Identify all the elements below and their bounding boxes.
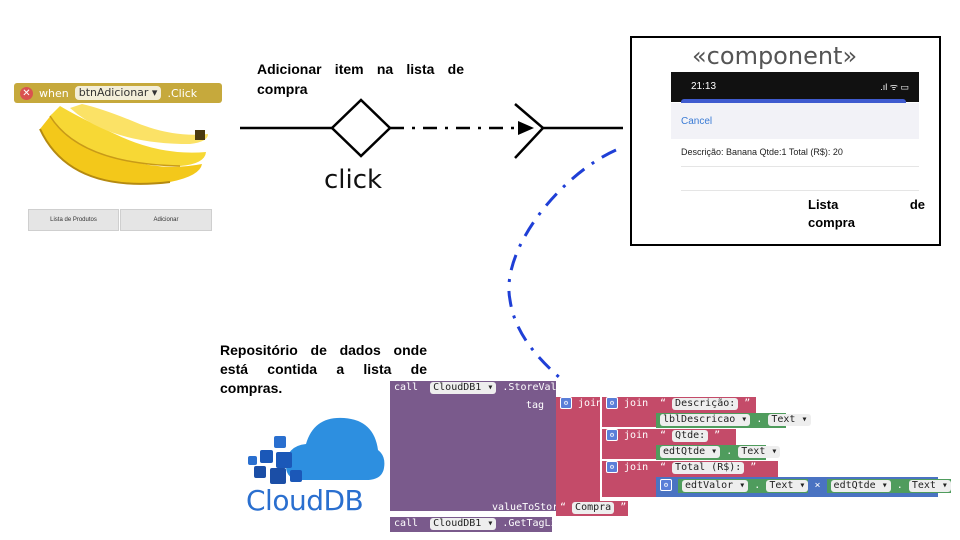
item-description: Descrição: Banana Qtde:1 Total (R$): 20 <box>681 147 843 157</box>
string-compra[interactable]: “ Compra ” <box>556 501 628 516</box>
compra-word: compra <box>808 215 855 230</box>
arrow-head <box>518 121 534 135</box>
sheet-accent <box>681 99 906 105</box>
string-qtde[interactable]: “ Qtde: ” <box>656 429 736 445</box>
text-dropdown[interactable]: Text ▾ <box>908 480 951 492</box>
gear-icon[interactable]: ⚙ <box>606 397 618 409</box>
edtqtde-name: edtQtde <box>833 480 876 491</box>
cancel-button[interactable]: Cancel <box>681 116 713 127</box>
arrow-label: Adicionar item na lista de compra <box>257 61 464 97</box>
lista-produtos-button[interactable]: Lista de Produtos <box>28 209 119 231</box>
join-block-qtde[interactable]: ⚙ join <box>602 429 656 459</box>
text-dropdown[interactable]: Text ▾ <box>768 414 811 426</box>
edtqtde-name: edtQtde <box>663 446 706 457</box>
clouddb-name: CloudDB1 <box>433 518 482 529</box>
adicionar-button[interactable]: Adicionar <box>120 209 212 231</box>
clouddb-brand: CloudDB <box>246 484 364 517</box>
join-label: join <box>578 398 603 409</box>
repo-description: Repositório de dados onde está contida a… <box>220 342 427 396</box>
text-prop: Text <box>771 414 796 425</box>
phone-status-bar: 21:13 .ıl ᯤ ▭ <box>671 72 919 102</box>
when-keyword: when <box>39 86 69 100</box>
storevalue-header: call CloudDB1 ▾ .StoreValue <box>390 381 569 397</box>
edtqtde-dropdown[interactable]: edtQtde ▾ <box>660 446 721 458</box>
error-x-icon: ✕ <box>20 86 33 100</box>
gettaglist-method: .GetTagList <box>502 518 569 529</box>
gear-icon[interactable]: ⚙ <box>606 429 618 441</box>
edtvalor-name: edtValor <box>685 480 734 491</box>
clouddb-logo-icon <box>248 417 385 484</box>
qtde-text: Qtde: <box>672 430 709 442</box>
text-dropdown[interactable]: Text ▾ <box>766 480 809 492</box>
times-symbol: × <box>814 480 821 491</box>
join-label: join <box>624 462 649 473</box>
multiply-block[interactable]: ⚙ edtValor ▾ . Text ▾ × edtQtde ▾ . Text… <box>656 477 951 497</box>
string-total[interactable]: “ Total (R$): ” <box>656 461 778 477</box>
divider <box>681 190 919 191</box>
join-label: join <box>624 430 649 441</box>
component-box <box>630 36 941 246</box>
getter-edtvalor[interactable]: edtValor ▾ . Text ▾ <box>678 479 809 493</box>
storevalue-block[interactable] <box>390 381 556 511</box>
edtvalor-dropdown[interactable]: edtValor ▾ <box>682 480 749 492</box>
text-dropdown[interactable]: Text ▾ <box>738 446 781 458</box>
clouddb-dropdown[interactable]: CloudDB1 ▾ <box>430 518 497 530</box>
tag-socket-label: tag <box>526 400 545 411</box>
join-block-descricao[interactable]: ⚙ join <box>602 397 656 427</box>
storevalue-method: .StoreValue <box>502 382 569 393</box>
clouddb-name: CloudDB1 <box>433 382 482 393</box>
gettaglist-block[interactable]: call CloudDB1 ▾ .GetTagList <box>390 517 569 532</box>
lbldescricao-name: lblDescricao <box>663 414 736 425</box>
component-title: «component» <box>692 42 858 70</box>
sheet-header <box>671 103 919 139</box>
edtqtde-dropdown[interactable]: edtQtde ▾ <box>830 480 891 492</box>
clouddb-dropdown[interactable]: CloudDB1 ▾ <box>430 382 497 394</box>
total-text: Total (R$): <box>672 462 745 474</box>
diamond-shape <box>330 98 392 158</box>
status-icons: .ıl ᯤ ▭ <box>880 82 909 92</box>
event-name: .Click <box>167 86 198 100</box>
compra-text: Compra <box>572 502 615 514</box>
text-prop: Text <box>769 480 794 491</box>
gear-icon[interactable]: ⚙ <box>606 461 618 473</box>
lista-word: Lista <box>808 197 839 212</box>
component-name: btnAdicionar <box>78 86 149 99</box>
value-socket-label: valueToStore <box>492 502 565 513</box>
when-click-block: ✕ when btnAdicionar ▾ .Click <box>14 83 222 103</box>
gear-icon[interactable]: ⚙ <box>560 397 572 409</box>
lbldescricao-dropdown[interactable]: lblDescricao ▾ <box>660 414 751 426</box>
text-prop: Text <box>911 480 936 491</box>
getter-edtqtde[interactable]: edtQtde ▾ . Text ▾ <box>656 445 781 460</box>
divider <box>681 166 919 167</box>
click-label: click <box>324 165 383 195</box>
getter-edtqtde[interactable]: edtQtde ▾ . Text ▾ <box>826 479 951 493</box>
lista-compra-label: Lista de compra <box>808 196 925 232</box>
string-descricao[interactable]: “ Descrição: ” <box>656 397 756 413</box>
getter-lbldescricao[interactable]: lblDescricao ▾ . Text ▾ <box>656 413 811 428</box>
blue-dashdot-curve <box>507 148 617 380</box>
join-block-outer[interactable]: ⚙ join <box>556 397 603 501</box>
de-word: de <box>909 197 925 212</box>
join-block-total[interactable]: ⚙ join <box>602 461 656 497</box>
status-time: 21:13 <box>691 81 717 92</box>
gear-icon[interactable]: ⚙ <box>660 479 672 491</box>
text-prop: Text <box>741 446 766 457</box>
call-keyword: call <box>394 382 419 393</box>
descricao-text: Descrição: <box>672 398 739 410</box>
call-keyword: call <box>394 518 419 529</box>
banana-image <box>39 104 208 185</box>
join-label: join <box>624 398 649 409</box>
component-dropdown[interactable]: btnAdicionar ▾ <box>74 86 162 100</box>
